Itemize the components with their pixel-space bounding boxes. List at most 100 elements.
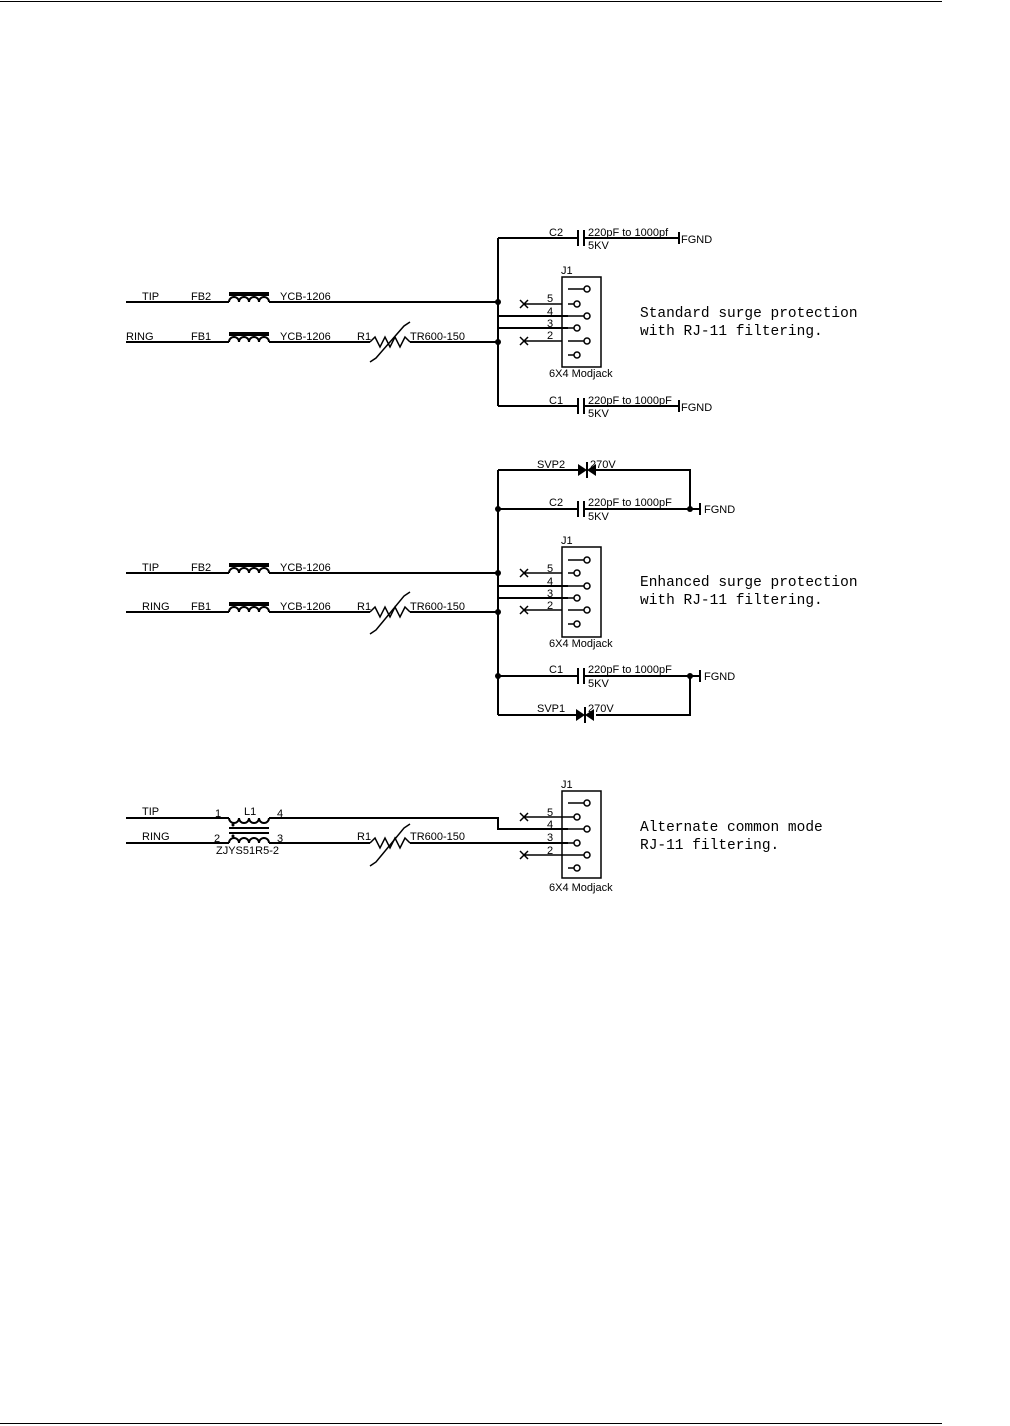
caption-line: Alternate common mode [640,820,823,836]
l1-pin-label: 1 [215,808,221,820]
c1-voltage-label: 5KV [588,678,609,690]
caption-line: with RJ-11 filtering. [640,324,823,340]
pin-label: 4 [547,576,553,588]
c2-label: C2 [549,497,563,509]
pin-label: 5 [547,293,553,305]
fb2-part-label: YCB-1206 [280,562,331,574]
r1-part-label: TR600-150 [410,331,465,343]
pin-label: 2 [547,330,553,342]
junction-dot [495,506,501,512]
pin-label: 5 [547,563,553,575]
c1-label: C1 [549,664,563,676]
fb1-ferrite-bead-icon [228,602,270,613]
junction-dot [687,673,693,679]
r1-ptc-resistor-icon [369,823,411,867]
pin-label: 3 [547,832,553,844]
fgnd-label: FGND [681,234,712,246]
fb2-part-label: YCB-1206 [280,291,331,303]
r1-ptc-resistor-icon [369,321,411,363]
caption-line: RJ-11 filtering. [640,838,779,854]
c2-capacitor-icon [577,230,680,246]
header-rule [0,1,942,2]
fb1-part-label: YCB-1206 [280,331,331,343]
svp2-label: SVP2 [537,459,565,471]
schematic-common-mode: TIP RING L1 1 4 2 3 ZJYS51R5-2 R1 TR600-… [126,779,823,894]
r1-label: R1 [357,601,371,613]
r1-label: R1 [357,331,371,343]
schematic-enhanced: TIP RING FB2 FB1 YCB-1206 YCB-1206 R1 TR… [126,459,858,723]
ring-label: RING [142,831,170,843]
pin-label: 2 [547,600,553,612]
jack-part-label: 6X4 Modjack [549,638,613,650]
c1-label: C1 [549,395,563,407]
fb2-ferrite-bead-icon [228,292,270,303]
junction-dot [495,570,501,576]
fb1-part-label: YCB-1206 [280,601,331,613]
svp1-label: SVP1 [537,703,565,715]
c2-label: C2 [549,227,563,239]
jack-part-label: 6X4 Modjack [549,882,613,894]
fgnd-label: FGND [681,402,712,414]
c2-value-label: 220pF to 1000pf [588,227,669,239]
j1-modjack-icon [519,790,602,879]
pin-label: 3 [547,318,553,330]
caption-line: Standard surge protection [640,306,858,322]
fb2-label: FB2 [191,562,211,574]
tip-label: TIP [142,562,159,574]
ring-label: RING [142,601,170,613]
l1-pin-label: 4 [277,808,283,820]
pin-label: 5 [547,807,553,819]
r1-ptc-resistor-icon [369,591,411,635]
c2-capacitor-icon [577,501,701,517]
fgnd-label: FGND [704,504,735,516]
pin-label: 2 [547,845,553,857]
junction-dot [495,609,501,615]
c1-capacitor-icon [577,668,701,684]
jack-label: J1 [561,535,573,547]
r1-part-label: TR600-150 [410,831,465,843]
tip-label: TIP [142,291,159,303]
fb1-label: FB1 [191,601,211,613]
svp1-surge-protector-icon [576,707,594,723]
footer-rule [0,1423,942,1424]
c1-voltage-label: 5KV [588,408,609,420]
pin-label: 4 [547,819,553,831]
c2-value-label: 220pF to 1000pF [588,497,672,509]
c1-value-label: 220pF to 1000pF [588,664,672,676]
ring-label: RING [126,331,154,343]
c2-voltage-label: 5KV [588,511,609,523]
l1-part-label: ZJYS51R5-2 [216,845,279,857]
caption-line: with RJ-11 filtering. [640,593,823,609]
schematic-standard: TIP RING FB2 FB1 YCB-1206 YCB-1206 R1 TR… [126,227,858,420]
c2-voltage-label: 5KV [588,240,609,252]
l1-pin-label: 2 [214,833,220,845]
tip-label: TIP [142,806,159,818]
c1-capacitor-icon [577,398,680,414]
svp2-surge-protector-icon [578,462,596,478]
pin-label: 4 [547,306,553,318]
junction-dot [687,506,693,512]
l1-label: L1 [244,806,256,818]
l1-common-mode-choke-icon [228,817,270,844]
fb2-label: FB2 [191,291,211,303]
l1-pin-label: 3 [277,833,283,845]
fb2-ferrite-bead-icon [228,563,270,574]
caption-line: Enhanced surge protection [640,575,858,591]
junction-dot [495,299,501,305]
protection-bus [497,237,578,407]
r1-part-label: TR600-150 [410,601,465,613]
j1-modjack-icon [519,546,602,638]
junction-dot [495,673,501,679]
svp2-value-label: 270V [590,459,616,471]
tip-wire [126,817,568,830]
c1-value-label: 220pF to 1000pF [588,395,672,407]
jack-label: J1 [561,779,573,791]
jack-part-label: 6X4 Modjack [549,368,613,380]
j1-modjack-icon [519,276,602,368]
r1-label: R1 [357,831,371,843]
jack-label: J1 [561,265,573,277]
junction-dot [495,339,501,345]
fgnd-label: FGND [704,671,735,683]
